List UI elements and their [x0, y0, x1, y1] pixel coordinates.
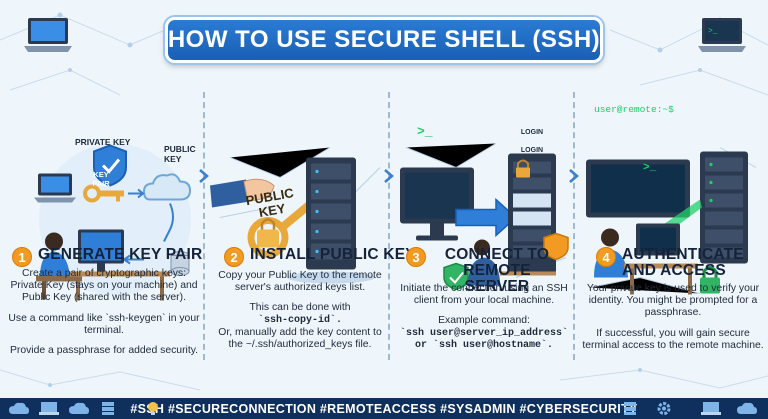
public-key-label: PUBLIC KEY	[164, 144, 196, 164]
step-number-badge: 2	[224, 247, 244, 267]
step-title: AUTHENTICATE AND ACCESS	[622, 246, 744, 279]
step-command: or `ssh user@hostname`.	[414, 339, 554, 351]
login-label: LOGIN	[520, 129, 544, 136]
cloud-icon	[737, 402, 757, 414]
step-2-heading: 2 INSTALL PUBLIC KEY	[224, 247, 416, 267]
page-title: HOW TO USE SECURE SHELL (SSH)	[167, 26, 601, 53]
step-2-description: Copy your Public Key to the remote serve…	[212, 270, 388, 351]
step-paragraph: Copy your Public Key to the remote serve…	[218, 270, 382, 294]
terminal-prompt: >_	[417, 124, 433, 139]
step-number-badge: 3	[406, 247, 426, 267]
step-number-badge: 1	[12, 247, 32, 267]
step-paragraph: Initiate the connection using an SSH cli…	[400, 283, 568, 307]
laptop-icon	[24, 18, 72, 52]
chevron-right-icon	[384, 169, 394, 183]
gear-icon	[657, 402, 671, 415]
step-paragraph: Provide a passphrase for added security.	[9, 345, 199, 357]
step-paragraph: Example command:	[438, 315, 530, 327]
step-2-illustration	[210, 147, 381, 284]
step-number-badge: 4	[596, 247, 616, 267]
login-label: LOGIN	[520, 147, 544, 154]
screen-key-label: KEY PAIR	[92, 170, 110, 188]
server-icon	[624, 402, 636, 415]
step-4-heading: 4 AUTHENTICATE AND ACCESS	[596, 247, 746, 279]
chevron-right-icon	[569, 169, 579, 183]
step-3-heading: 3 CONNECT TO REMOTE SERVER	[406, 247, 576, 295]
step-3-description: Initiate the connection using an SSH cli…	[396, 283, 572, 352]
laptop-icon: >_	[698, 18, 746, 52]
cloud-icon	[9, 402, 29, 414]
step-command: `ssh-copy-id`.	[257, 314, 342, 326]
step-paragraph: Use a command like `ssh-keygen` in your …	[8, 312, 200, 336]
terminal-prompt: user@remote:~$	[594, 104, 674, 115]
footer-bar: #SSH #SECURECONNECTION #REMOTEACCESS #SY…	[0, 398, 768, 419]
private-key-label: PRIVATE KEY	[75, 137, 131, 147]
column-divider	[203, 92, 205, 360]
server-icon	[102, 402, 114, 415]
cloud-icon	[69, 402, 89, 414]
step-title: INSTALL PUBLIC KEY	[250, 246, 416, 263]
laptop-icon	[701, 402, 721, 415]
column-divider	[573, 92, 575, 360]
terminal-prompt: >_	[643, 162, 657, 174]
chevron-right-icon	[199, 169, 209, 183]
step-paragraph: This can be done with	[249, 302, 351, 314]
footer-hashtags: #SSH #SECURECONNECTION #REMOTEACCESS #SY…	[130, 401, 638, 416]
title-banner: HOW TO USE SECURE SHELL (SSH)	[165, 17, 603, 63]
step-title: CONNECT TO REMOTE SERVER	[444, 246, 550, 295]
column-divider	[388, 92, 390, 360]
step-paragraph: Your private key is used to verify your …	[586, 283, 760, 319]
step-paragraph: Create a pair of cryptographic keys: Pri…	[10, 268, 198, 304]
svg-text:>_: >_	[708, 27, 718, 36]
bulb-icon	[148, 402, 158, 415]
step-title: GENERATE KEY PAIR	[38, 246, 203, 263]
step-command: `ssh user@server_ip_address`	[399, 327, 569, 339]
step-paragraph: If successful, you will gain secure term…	[582, 327, 764, 351]
step-paragraph: Or, manually add the key content to the …	[218, 326, 382, 351]
step-1-heading: 1 GENERATE KEY PAIR	[12, 247, 202, 267]
step-1-description: Create a pair of cryptographic keys: Pri…	[8, 268, 200, 357]
step-1-illustration	[34, 143, 192, 301]
step-3-illustration	[400, 143, 569, 291]
laptop-icon	[39, 402, 59, 415]
step-4-description: Your private key is used to verify your …	[582, 283, 764, 352]
